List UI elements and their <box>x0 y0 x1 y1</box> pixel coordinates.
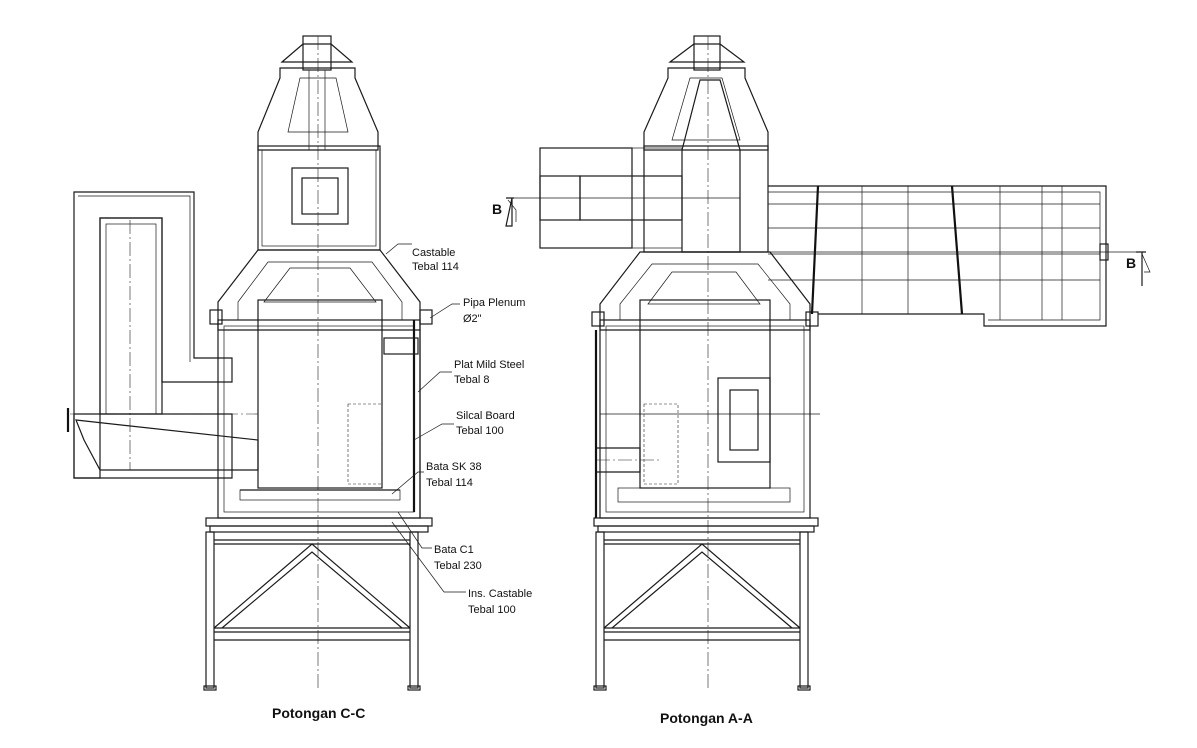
callout-silcal-line2: Tebal 100 <box>456 425 504 437</box>
chimney-pipe-aa <box>693 35 721 71</box>
callout-castable-line2: Tebal 114 <box>412 261 459 273</box>
section-marker-b-left-label: B <box>492 201 502 217</box>
callout-silcal-line1: Silcal Board <box>456 410 515 422</box>
callout-plat-mild-steel: Plat Mild Steel Tebal 8 <box>454 359 524 386</box>
callout-silcal-board: Silcal Board Tebal 100 <box>456 410 515 437</box>
callout-inscastable-line2: Tebal 100 <box>468 604 516 616</box>
callout-batask-line1: Bata SK 38 <box>426 461 482 473</box>
section-aa-title: Potongan A-A <box>660 710 753 726</box>
support-frame-cc <box>203 531 421 691</box>
plenum-frame-aa <box>640 185 1136 327</box>
section-aa-drawing <box>510 35 1136 691</box>
callout-inscastable-line1: Ins. Castable <box>468 588 532 600</box>
section-cc-drawing <box>66 35 433 691</box>
section-cc-title: Potongan C-C <box>272 705 365 721</box>
support-frame-aa <box>593 531 811 691</box>
callout-leaders <box>385 243 466 593</box>
callout-batac1-line2: Tebal 230 <box>434 560 482 572</box>
chimney-pipe-cc <box>302 35 332 71</box>
callout-pipa-line2: Ø2" <box>463 313 482 325</box>
section-marker-b-right-label: B <box>1126 255 1136 271</box>
callout-bata-sk38: Bata SK 38 Tebal 114 <box>426 461 482 489</box>
callout-castable-line1: Castable <box>412 247 455 259</box>
section-marker-b-right: B <box>1126 251 1151 286</box>
callout-castable: Castable Tebal 114 <box>412 247 459 273</box>
section-marker-b-left: B <box>492 197 517 227</box>
callout-batask-line2: Tebal 114 <box>426 477 473 489</box>
callout-plat-line2: Tebal 8 <box>454 374 489 386</box>
callout-plat-line1: Plat Mild Steel <box>454 359 524 371</box>
callout-ins-castable: Ins. Castable Tebal 100 <box>468 588 532 616</box>
callout-pipa-plenum: Pipa Plenum Ø2" <box>463 297 525 325</box>
callout-batac1-line1: Bata C1 <box>434 544 474 556</box>
callout-bata-c1: Bata C1 Tebal 230 <box>434 544 482 572</box>
callout-pipa-line1: Pipa Plenum <box>463 297 525 309</box>
